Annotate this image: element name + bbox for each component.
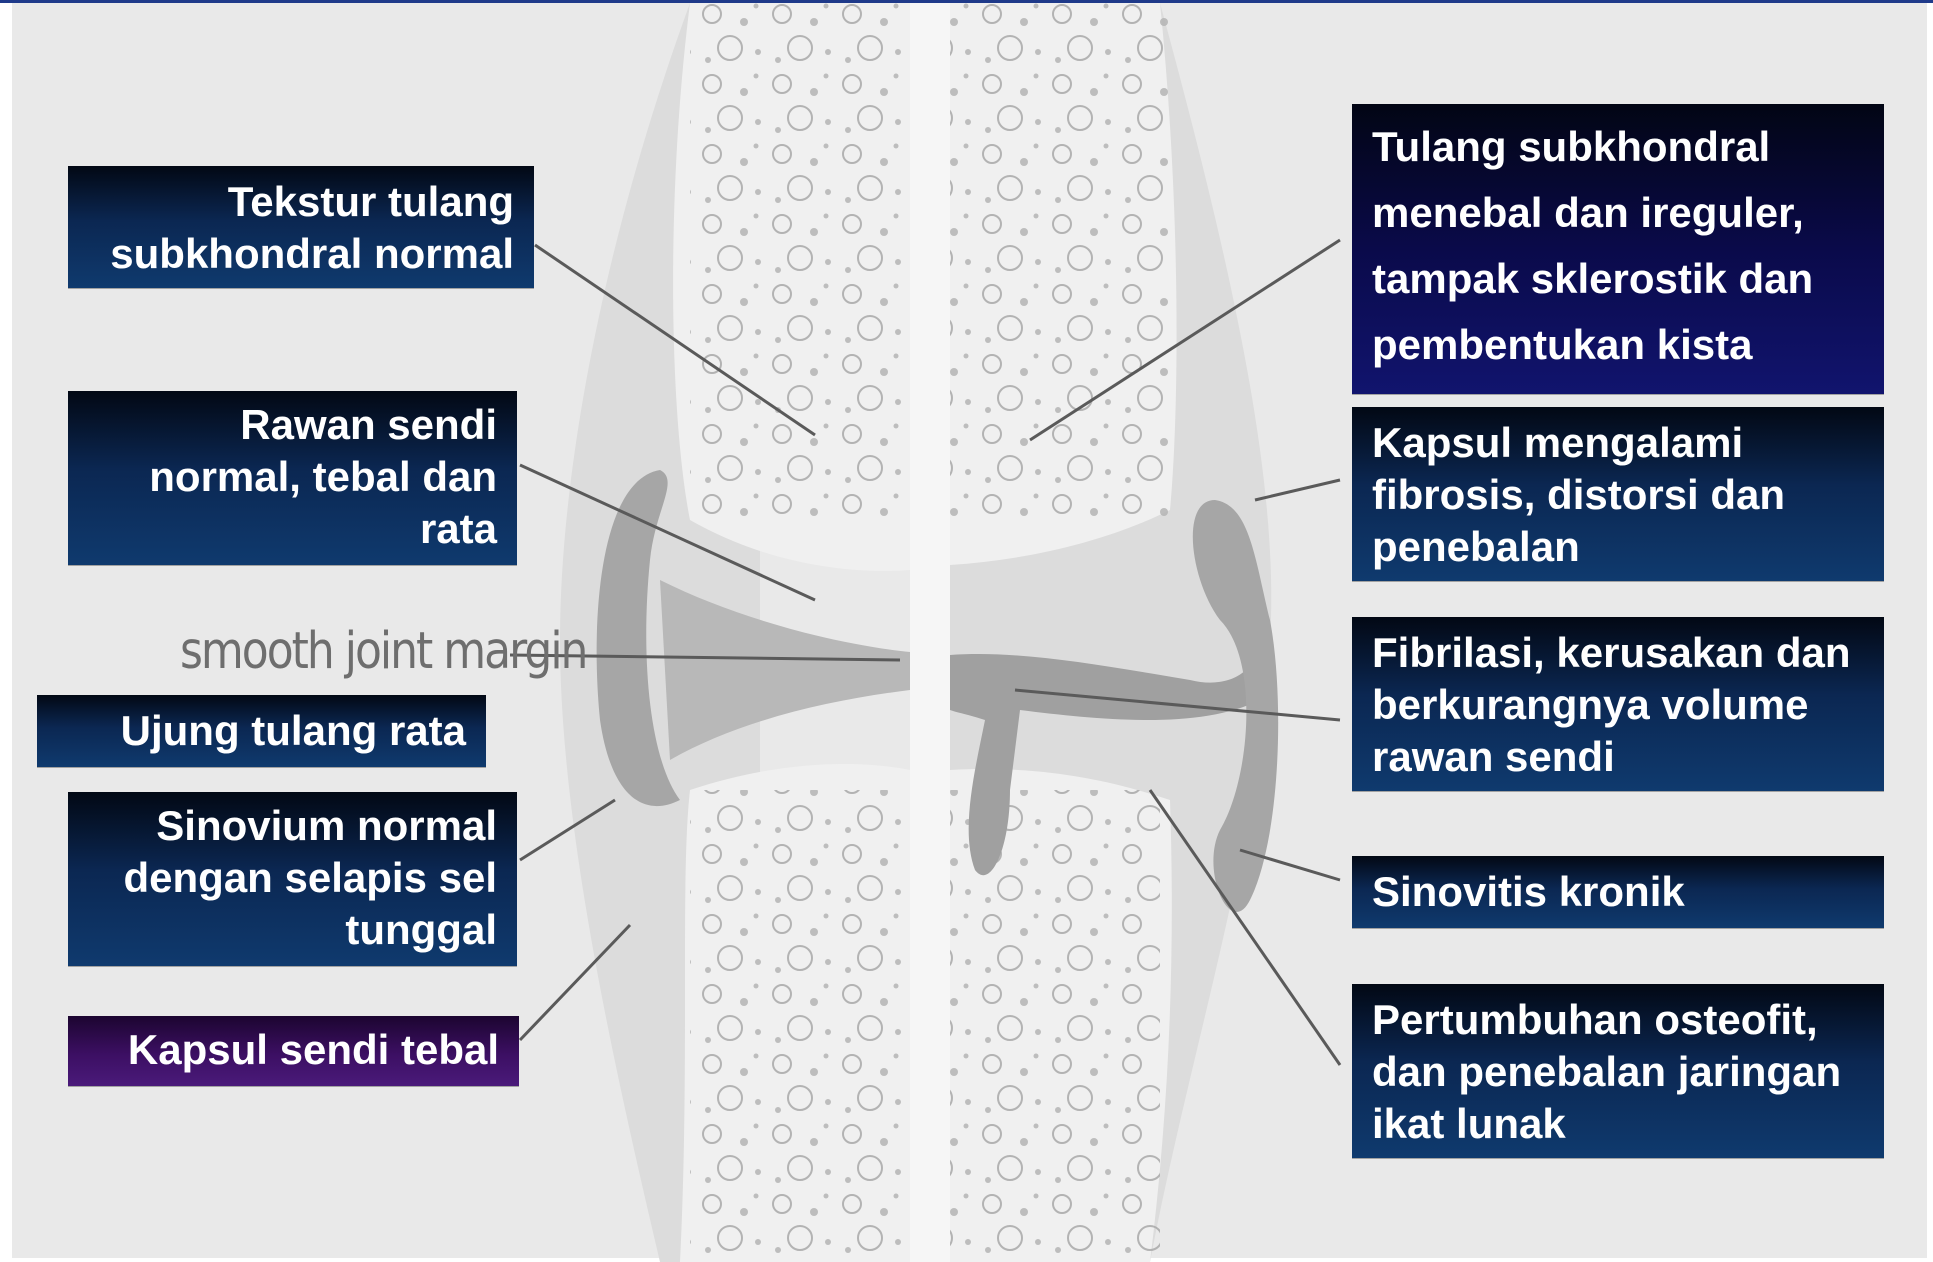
label-line: pembentukan kista: [1372, 312, 1864, 378]
label-line: rawan sendi: [1372, 731, 1864, 783]
normal-cartilage-left: [660, 580, 910, 760]
label-line: Kapsul mengalami: [1372, 417, 1864, 469]
label-line: Fibrilasi, kerusakan dan: [1372, 627, 1864, 679]
label-line: berkurangnya volume: [1372, 679, 1864, 731]
label-line: fibrosis, distorsi dan: [1372, 469, 1864, 521]
label-tulang-subkhondral: Tulang subkhondral menebal dan ireguler,…: [1352, 104, 1884, 394]
label-line: Kapsul sendi tebal: [88, 1024, 499, 1076]
label-sinovium-normal: Sinovium normal dengan selapis sel tungg…: [68, 792, 517, 966]
label-kapsul-sendi-tebal: Kapsul sendi tebal: [68, 1016, 519, 1086]
label-line: Pertumbuhan osteofit,: [1372, 994, 1864, 1046]
label-line: subkhondral normal: [88, 228, 514, 280]
label-line: menebal dan ireguler,: [1372, 180, 1864, 246]
label-line: Ujung tulang rata: [57, 705, 466, 757]
label-line: ikat lunak: [1372, 1098, 1864, 1150]
label-line: dengan selapis sel: [88, 852, 497, 904]
label-line: tunggal: [88, 904, 497, 956]
label-fibrilasi: Fibrilasi, kerusakan dan berkurangnya vo…: [1352, 617, 1884, 791]
smooth-joint-margin-text: smooth joint margin: [180, 622, 586, 681]
label-line: Tulang subkhondral: [1372, 114, 1864, 180]
label-line: normal, tebal dan: [88, 451, 497, 503]
label-line: tampak sklerostik dan: [1372, 246, 1864, 312]
label-line: Tekstur tulang: [88, 176, 514, 228]
center-split: [910, 3, 950, 1262]
label-line: Rawan sendi: [88, 399, 497, 451]
label-line: penebalan: [1372, 521, 1864, 573]
label-line: rata: [88, 503, 497, 555]
label-sinovitis-kronik: Sinovitis kronik: [1352, 856, 1884, 928]
label-tekstur-tulang: Tekstur tulang subkhondral normal: [68, 166, 534, 288]
label-pertumbuhan-osteofit: Pertumbuhan osteofit, dan penebalan jari…: [1352, 984, 1884, 1158]
label-line: Sinovium normal: [88, 800, 497, 852]
label-rawan-sendi: Rawan sendi normal, tebal dan rata: [68, 391, 517, 565]
label-kapsul-fibrosis: Kapsul mengalami fibrosis, distorsi dan …: [1352, 407, 1884, 581]
label-line: Sinovitis kronik: [1372, 866, 1864, 918]
label-line: dan penebalan jaringan: [1372, 1046, 1864, 1098]
label-ujung-tulang: Ujung tulang rata: [37, 695, 486, 767]
